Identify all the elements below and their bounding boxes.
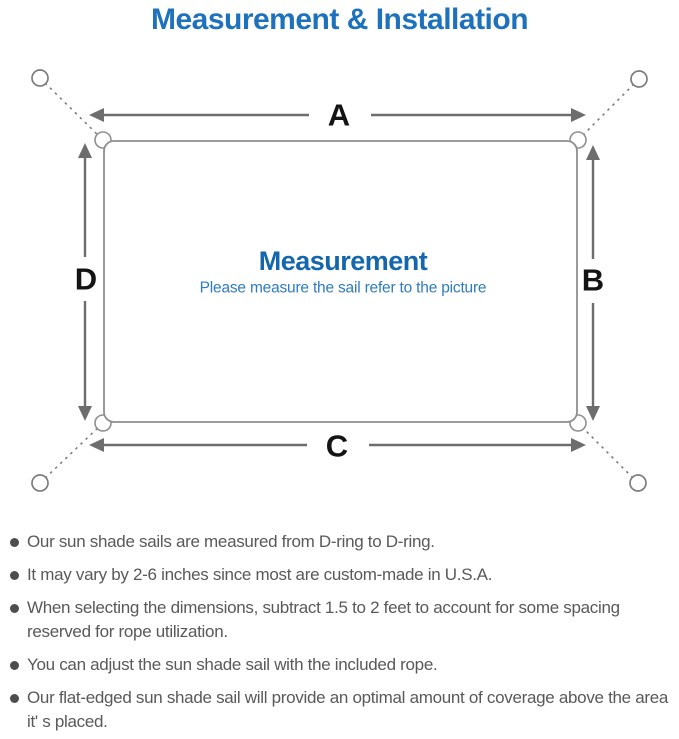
- arrowhead-a-right: [571, 108, 586, 122]
- page-title: Measurement & Installation: [150, 3, 529, 36]
- arrowhead-c-left: [89, 438, 104, 452]
- list-item: When selecting the dimensions, subtract …: [10, 596, 671, 644]
- anchor-ring-top-left: [31, 69, 49, 87]
- list-item: Our flat-edged sun shade sail will provi…: [10, 686, 671, 734]
- arrowhead-b-up: [586, 145, 600, 160]
- bullet-icon: [10, 571, 19, 580]
- anchor-ring-bottom-left: [31, 474, 49, 492]
- notes-list: Our sun shade sails are measured from D-…: [10, 530, 671, 734]
- tie-line-bottom-right: [577, 422, 639, 484]
- bullet-icon: [10, 694, 19, 703]
- anchor-ring-bottom-right: [629, 474, 647, 492]
- dimension-label-c: C: [326, 429, 348, 464]
- arrowhead-c-right: [571, 438, 586, 452]
- arrowhead-d-down: [78, 406, 92, 421]
- list-item: Our sun shade sails are measured from D-…: [10, 530, 671, 554]
- dimension-label-b: B: [582, 263, 604, 298]
- tie-line-top-right: [577, 78, 640, 141]
- note-text: It may vary by 2-6 inches since most are…: [27, 565, 493, 584]
- diagram-center-subtitle: Please measure the sail refer to the pic…: [200, 280, 487, 297]
- diagram-center-title: Measurement: [259, 246, 428, 276]
- measurement-diagram: A B C D Measurement Please measure the s…: [31, 69, 648, 492]
- arrowheads: [78, 108, 600, 452]
- list-item: It may vary by 2-6 inches since most are…: [10, 563, 671, 587]
- anchor-ring-top-right: [630, 70, 648, 88]
- anchor-rings: [31, 69, 648, 492]
- note-text: When selecting the dimensions, subtract …: [27, 598, 620, 641]
- dimension-arrows: [83, 113, 595, 447]
- dimension-label-d: D: [75, 262, 97, 297]
- note-text: Our sun shade sails are measured from D-…: [27, 532, 435, 551]
- arrowhead-d-up: [78, 143, 92, 158]
- tie-line-bottom-left: [39, 422, 104, 484]
- dimension-label-a: A: [328, 98, 350, 133]
- note-text: You can adjust the sun shade sail with t…: [27, 655, 438, 674]
- arrowhead-b-down: [586, 406, 600, 421]
- sail-rectangle: [103, 140, 578, 423]
- bullet-icon: [10, 661, 19, 670]
- bullet-icon: [10, 604, 19, 613]
- arrowhead-a-left: [89, 108, 104, 122]
- bullet-icon: [10, 538, 19, 547]
- tie-lines: [39, 77, 640, 484]
- list-item: You can adjust the sun shade sail with t…: [10, 653, 671, 677]
- corner-d-rings: [94, 131, 587, 432]
- note-text: Our flat-edged sun shade sail will provi…: [27, 688, 669, 731]
- tie-line-top-left: [39, 77, 104, 141]
